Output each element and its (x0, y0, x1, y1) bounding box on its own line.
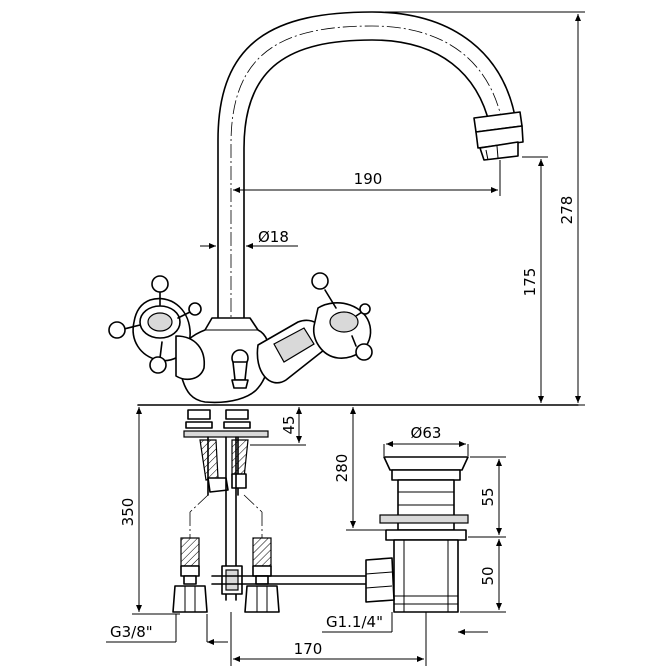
label-waste-length: 280 (333, 454, 351, 483)
right-handle (256, 272, 373, 384)
hose-right (252, 537, 272, 567)
nut-right (244, 585, 280, 613)
pop-up-waste (365, 456, 469, 613)
pivot-nut (365, 557, 395, 603)
label-waste-lower: 50 (479, 566, 497, 585)
hose-left (180, 537, 200, 567)
pop-up-lever (231, 349, 249, 389)
label-waste-diameter: Ø63 (411, 424, 442, 442)
label-inlet-thread: G3/8" (110, 623, 153, 641)
spout-inner (243, 39, 491, 319)
label-rod-length: 170 (294, 640, 323, 658)
label-hose-length: 350 (119, 498, 137, 527)
label-total-height: 278 (558, 196, 576, 225)
label-pipe-diameter: Ø18 (258, 228, 289, 246)
pop-up-linkage (211, 565, 371, 595)
spout-centerline (230, 25, 504, 400)
dimension-labels: 190 278 175 Ø18 45 350 280 Ø63 55 50 G3/… (110, 170, 576, 658)
faucet (108, 11, 524, 404)
label-spout-height: 175 (521, 268, 539, 297)
dimensions (106, 11, 585, 666)
left-handle (108, 275, 205, 381)
under-deck-fixings (183, 409, 269, 601)
spout-outer (217, 11, 517, 319)
label-spout-reach: 190 (354, 170, 383, 188)
nut-left (172, 585, 208, 613)
aerator (473, 111, 524, 161)
label-waste-thread: G1.1/4" (326, 613, 383, 631)
label-deck-thickness: 45 (280, 415, 298, 434)
label-waste-upper: 55 (479, 487, 497, 506)
